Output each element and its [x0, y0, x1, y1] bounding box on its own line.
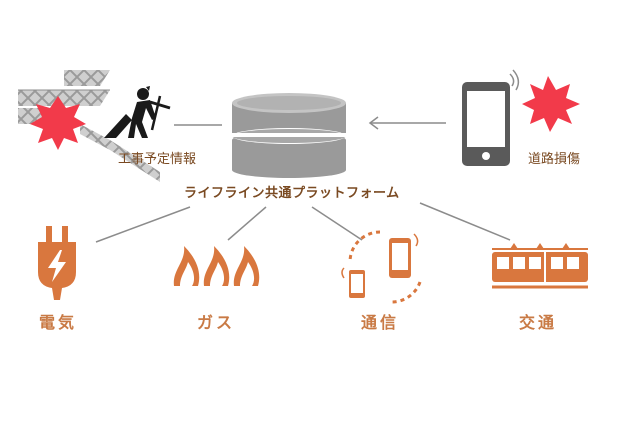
- arrow-phone-to-server: [368, 116, 446, 130]
- connector-telecom: [311, 206, 363, 241]
- telecom-phones-icon: [341, 230, 422, 304]
- damage-burst-right: [522, 76, 580, 132]
- train-icon: [492, 243, 588, 289]
- bridge-illustration: [18, 70, 160, 182]
- server-database-icon: [232, 93, 346, 178]
- service-label-electric: 電気: [38, 313, 77, 332]
- damage-burst-left: [30, 96, 86, 150]
- electric-plug-icon: [38, 226, 76, 300]
- service-label-telecom: 通信: [360, 313, 399, 332]
- gas-flame-icon: [173, 246, 260, 286]
- service-label-gas: ガス: [196, 313, 235, 332]
- connector-electric: [95, 206, 191, 243]
- construction-schedule-label: 工事予定情報: [118, 152, 197, 167]
- platform-label: ライフライン共通プラットフォーム: [184, 186, 400, 201]
- connector-gas: [227, 206, 267, 241]
- construction-worker-icon: [104, 86, 171, 138]
- smartphone-icon: [462, 69, 520, 166]
- road-damage-label: 道路損傷: [528, 152, 581, 167]
- service-label-transport: 交通: [518, 313, 557, 332]
- connector-transport: [419, 202, 511, 241]
